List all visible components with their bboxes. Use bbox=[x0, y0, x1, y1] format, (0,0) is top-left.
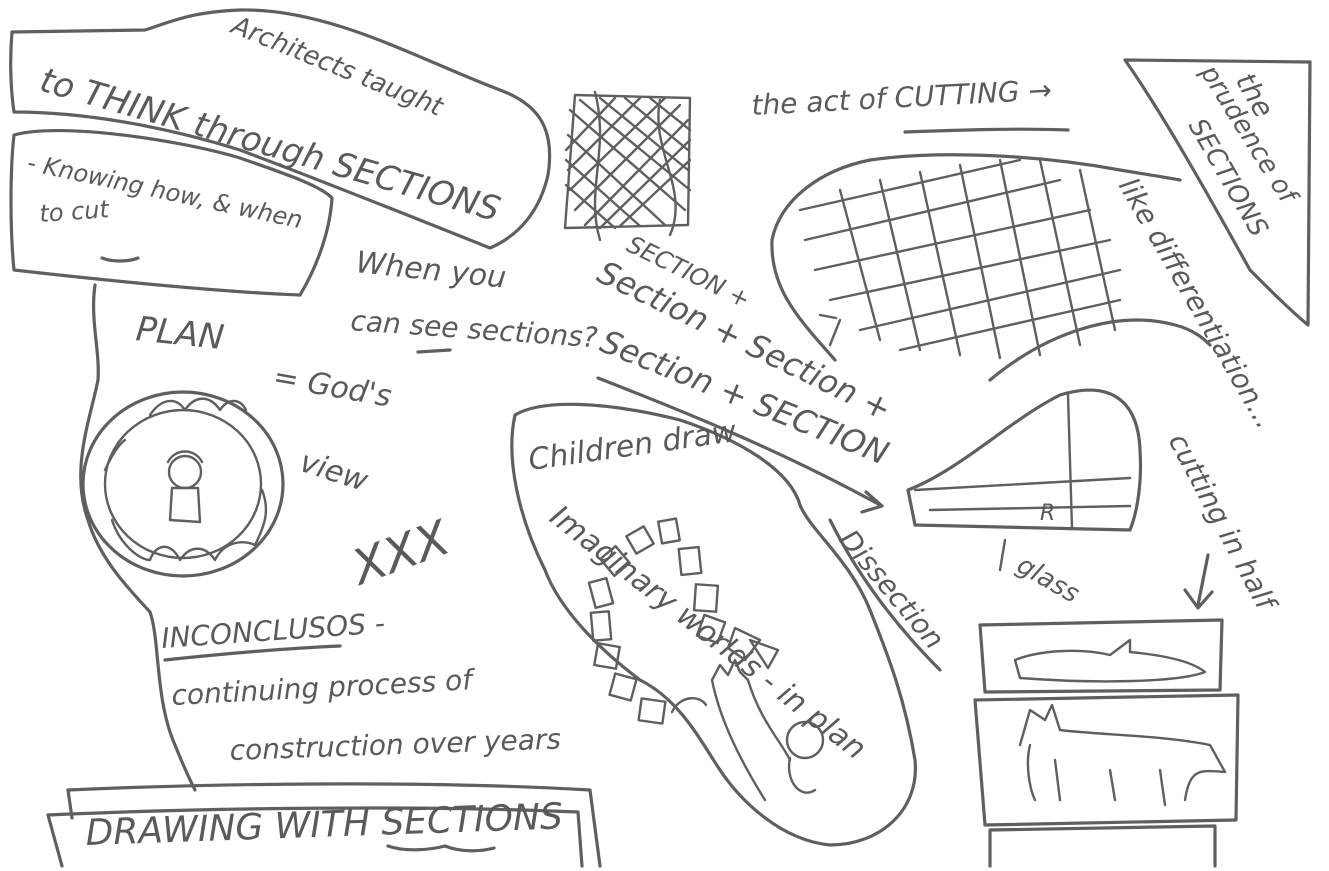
text-continuing: continuing process of bbox=[171, 663, 477, 712]
text-dissection: Dissection bbox=[833, 523, 951, 655]
text-gods: = God's bbox=[271, 359, 394, 414]
text-children-draw: Children draw bbox=[526, 414, 739, 478]
text-to-cut: to cut bbox=[38, 195, 111, 228]
text-cutting-in-half: cutting in half bbox=[1162, 428, 1284, 619]
text-plan: PLAN bbox=[134, 309, 226, 358]
text-act-of-cutting: the act of CUTTING → bbox=[751, 73, 1053, 122]
text-drawing-with-sections: DRAWING WITH SECTIONS bbox=[85, 796, 564, 854]
scribble-block bbox=[565, 92, 690, 240]
building-section-drawing: R bbox=[908, 390, 1141, 570]
text-when-you: When you bbox=[354, 245, 508, 296]
cutting-arrow bbox=[1185, 555, 1212, 608]
text-can-see: can see sections? bbox=[350, 304, 599, 354]
to-cut-underline bbox=[102, 258, 138, 261]
text-inconclusos: INCONCLUSOS - bbox=[160, 606, 386, 655]
left-outline bbox=[81, 285, 195, 790]
plan-circle-drawing bbox=[83, 392, 283, 576]
text-glass: glass bbox=[1012, 550, 1085, 609]
text-view: view bbox=[296, 444, 373, 499]
animal-sections-drawing bbox=[975, 620, 1238, 866]
text-xxx: XXX bbox=[342, 510, 458, 598]
building-mark: R bbox=[1040, 501, 1055, 526]
drawing-with-sections-banner: DRAWING WITH SECTIONS bbox=[48, 784, 600, 866]
cutting-underline bbox=[905, 129, 1068, 132]
text-construction: construction over years bbox=[229, 722, 561, 767]
see-underline bbox=[418, 350, 450, 352]
